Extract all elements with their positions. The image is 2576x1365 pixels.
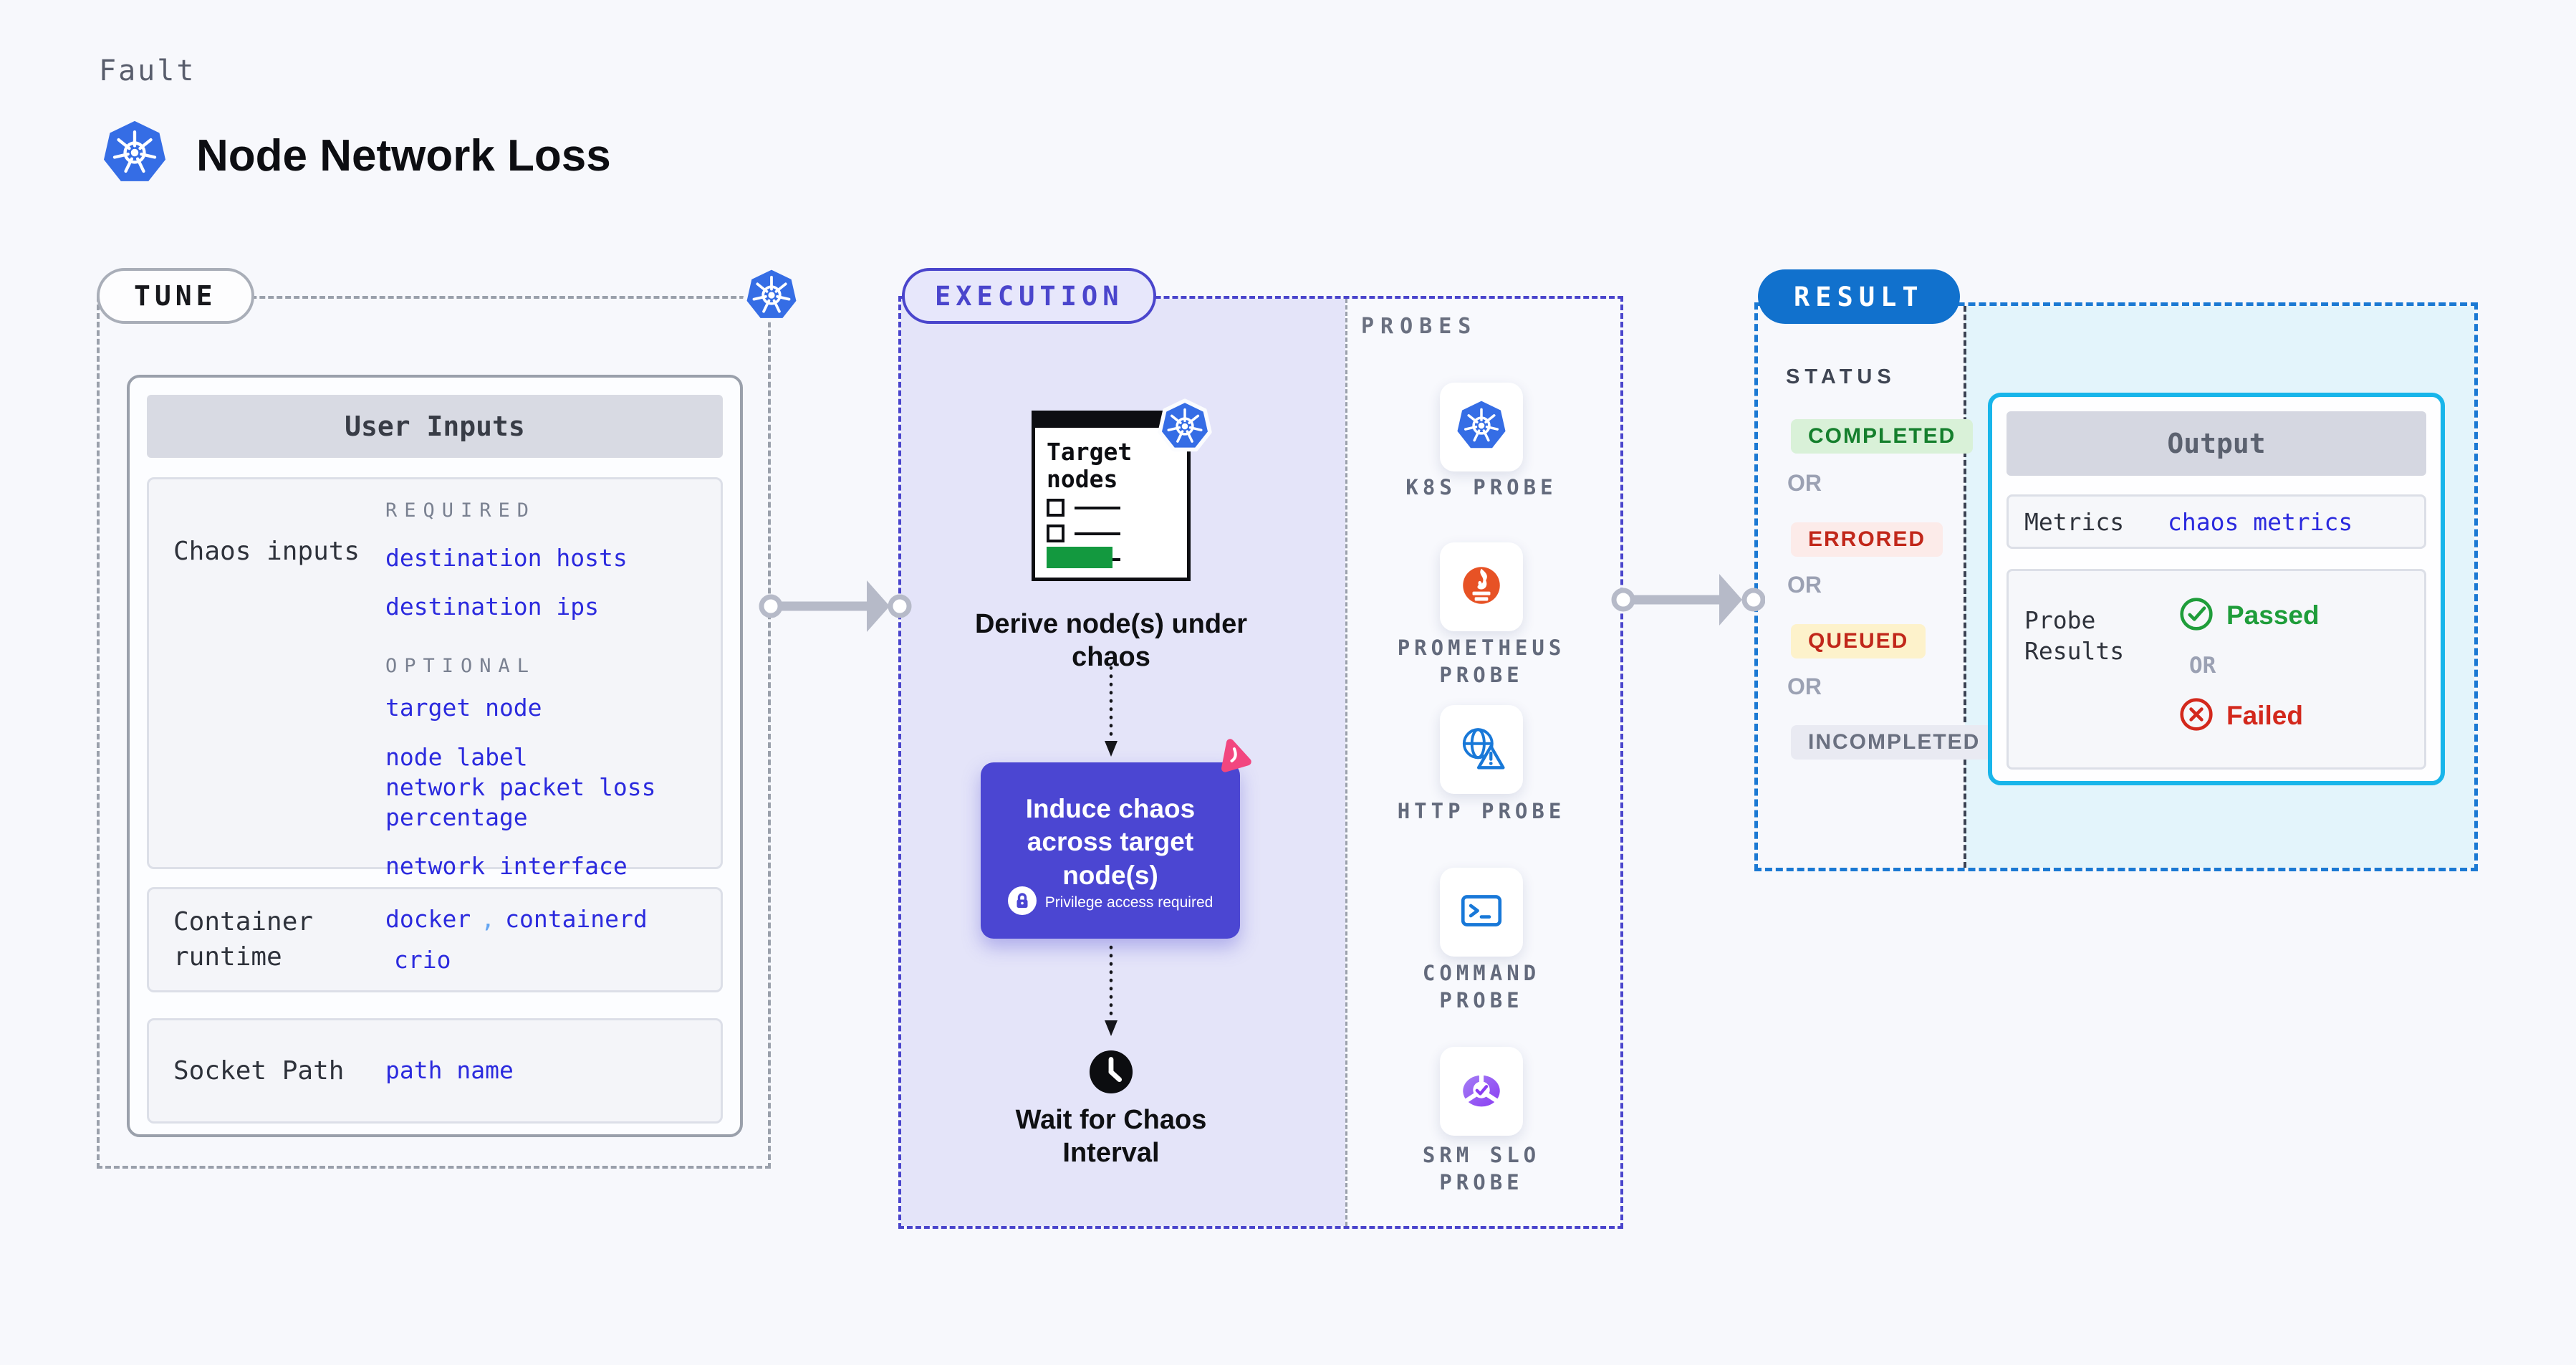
chaos-inputs-label: Chaos inputs xyxy=(173,537,360,566)
required-heading: REQUIRED xyxy=(385,499,537,522)
checkbox-icon xyxy=(1047,499,1064,517)
probes-heading: PROBES xyxy=(1361,314,1478,339)
target-nodes-titlebar xyxy=(1034,413,1188,428)
status-badge-incompleted: INCOMPLETED xyxy=(1791,725,1998,760)
kubernetes-icon xyxy=(741,265,802,325)
litmus-chaos-icon xyxy=(1213,735,1255,777)
dotted-arrow-down xyxy=(1105,945,1118,1036)
probe-card-k8s xyxy=(1440,383,1523,471)
user-inputs-card: User Inputs Chaos inputs REQUIRED destin… xyxy=(127,375,743,1137)
prometheus-icon xyxy=(1453,557,1509,617)
checkbox-icon xyxy=(1047,525,1064,542)
socket-path-section: Socket Path path name xyxy=(147,1018,723,1124)
optional-heading: OPTIONAL xyxy=(385,655,537,678)
status-heading: STATUS xyxy=(1786,365,1896,388)
check-circle-icon xyxy=(2179,597,2214,634)
container-runtime-section: Container runtime docker , containerd cr… xyxy=(147,887,723,992)
slo-pie-check-icon xyxy=(1453,1062,1509,1121)
link-containerd[interactable]: containerd xyxy=(505,905,648,934)
target-nodes-title: Target nodes xyxy=(1047,438,1133,493)
link-crio[interactable]: crio xyxy=(394,945,451,974)
failed-label: Failed xyxy=(2226,701,2303,730)
result-label-pill: RESULT xyxy=(1758,269,1960,324)
probe-card-srm-slo xyxy=(1440,1047,1523,1136)
metrics-label: Metrics xyxy=(2024,507,2125,536)
http-globe-warning-icon xyxy=(1453,720,1509,780)
kubernetes-icon xyxy=(1453,398,1509,457)
link-network-packet-loss-percentage[interactable]: network packet loss percentage xyxy=(385,772,656,832)
container-runtime-label: Container runtime xyxy=(173,906,314,972)
execution-label-pill: EXECUTION xyxy=(902,268,1157,324)
privilege-badge-label: Privilege access required xyxy=(1044,894,1213,911)
probe-card-http xyxy=(1440,705,1523,794)
status-badge-completed: COMPLETED xyxy=(1791,419,1974,454)
probe-label-command: COMMAND PROBE xyxy=(1422,961,1541,1012)
chaos-inputs-section: Chaos inputs REQUIRED destination hosts … xyxy=(147,477,723,880)
derive-nodes-caption: Derive node(s) under chaos xyxy=(974,609,1248,673)
probe-card-prometheus xyxy=(1440,542,1523,631)
probe-results-label: Probe Results xyxy=(2024,606,2125,665)
page-title: Node Network Loss xyxy=(196,131,611,181)
link-network-interface[interactable]: network interface xyxy=(385,852,628,881)
probe-label-k8s: K8S PROBE xyxy=(1405,475,1557,499)
tune-section-box xyxy=(97,296,771,1169)
flow-arrow-execution-to-result xyxy=(1611,574,1765,626)
output-header: Output xyxy=(2007,411,2426,476)
fault-kicker: Fault xyxy=(99,54,196,87)
induce-chaos-card: Induce chaos across target node(s) Privi… xyxy=(981,762,1240,939)
kubernetes-icon xyxy=(1157,398,1213,454)
lock-icon xyxy=(1007,886,1037,919)
probe-results-row: Probe Results Passed OR xyxy=(2007,569,2426,770)
probe-label-http: HTTP PROBE xyxy=(1397,799,1566,823)
or-separator: OR xyxy=(1787,470,1822,496)
link-path-name[interactable]: path name xyxy=(385,1056,514,1085)
or-separator: OR xyxy=(1787,674,1822,699)
runtime-separator: , xyxy=(481,905,496,934)
status-output-divider xyxy=(1964,306,1966,868)
or-separator: OR xyxy=(2189,653,2216,679)
link-destination-ips[interactable]: destination ips xyxy=(385,593,600,621)
output-card: Output Metrics chaos metrics Probe Resul… xyxy=(1988,393,2445,785)
list-line xyxy=(1075,532,1120,535)
wait-chaos-caption: Wait for Chaos Interval xyxy=(1015,1105,1207,1169)
link-target-node[interactable]: target node xyxy=(385,694,542,722)
metrics-row: Metrics chaos metrics xyxy=(2007,494,2426,549)
kubernetes-icon xyxy=(100,118,169,187)
terminal-icon xyxy=(1453,883,1509,942)
status-badge-errored: ERRORED xyxy=(1791,522,1943,557)
probe-card-command xyxy=(1440,868,1523,957)
clock-icon xyxy=(1088,1049,1134,1095)
link-docker[interactable]: docker xyxy=(385,905,471,934)
dotted-arrow-down xyxy=(1105,666,1118,757)
probe-label-srm-slo: SRM SLO PROBE xyxy=(1422,1143,1541,1194)
passed-label: Passed xyxy=(2226,600,2320,630)
link-chaos-metrics[interactable]: chaos metrics xyxy=(2168,507,2353,536)
tune-label-pill: TUNE xyxy=(97,268,254,324)
list-line xyxy=(1075,506,1120,509)
user-inputs-header: User Inputs xyxy=(147,395,723,458)
or-separator: OR xyxy=(1787,572,1822,598)
probe-label-prometheus: PROMETHEUS PROBE xyxy=(1397,636,1566,687)
flow-arrow-tune-to-execution xyxy=(759,580,912,632)
link-destination-hosts[interactable]: destination hosts xyxy=(385,544,628,572)
status-badge-queued: QUEUED xyxy=(1791,624,1926,658)
induce-chaos-title: Induce chaos across target node(s) xyxy=(1025,794,1196,890)
green-button-bar xyxy=(1047,547,1112,568)
link-node-label[interactable]: node label xyxy=(385,742,528,771)
socket-path-label: Socket Path xyxy=(173,1056,345,1086)
privilege-badge: Privilege access required xyxy=(981,886,1240,919)
x-circle-icon xyxy=(2179,697,2214,734)
